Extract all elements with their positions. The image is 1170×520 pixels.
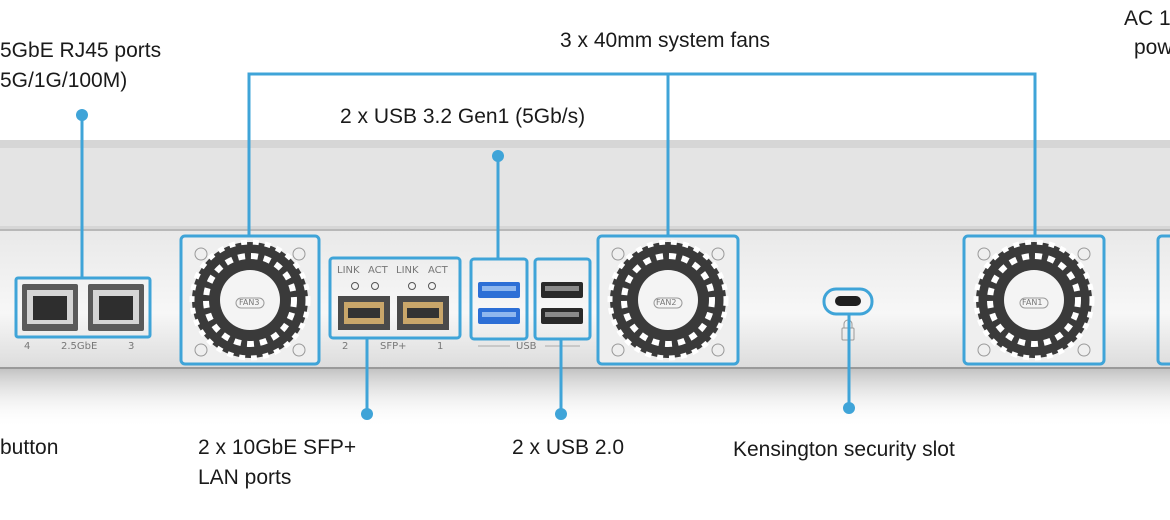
sfp-act-label-2: ACT: [428, 265, 448, 276]
usb-label: USB: [516, 341, 537, 352]
kensington-callout: Kensington security slot: [733, 438, 955, 461]
fan2-label: FAN2: [656, 298, 677, 307]
button-callout: button: [0, 436, 59, 459]
ac-callout-line1: AC 1: [1124, 7, 1170, 30]
sfp-callout-line2: LAN ports: [198, 466, 292, 489]
ac-callout-line2: pow: [1134, 36, 1170, 59]
rj45-ports: [14, 276, 152, 339]
usb20-callout: 2 x USB 2.0: [512, 436, 625, 459]
usb32-callout: 2 x USB 3.2 Gen1 (5Gb/s): [340, 105, 586, 128]
fans-bracket-line: [247, 72, 1037, 236]
callout-dots: [76, 109, 855, 420]
rj45-port-number-left: 4: [24, 341, 31, 352]
sfp-port-number-left: 2: [342, 341, 349, 352]
rj45-callout-line2: 5G/1G/100M): [0, 69, 128, 92]
sfp-link-label-2: LINK: [396, 265, 419, 276]
sfp-link-label-1: LINK: [337, 265, 360, 276]
usb20-ports: [478, 257, 592, 347]
rj45-speed-label: 2.5GbE: [61, 341, 98, 352]
fan3-label: FAN3: [239, 298, 260, 307]
usb32-ports: [469, 257, 529, 341]
sfp-act-label-1: ACT: [368, 265, 388, 276]
fan1-label: FAN1: [1022, 298, 1043, 307]
rj45-callout-line1: 5GbE RJ45 ports: [0, 39, 162, 62]
sfp-ports: [328, 256, 462, 340]
fan-fan2: [596, 234, 740, 366]
rj45-port-number-right: 3: [128, 341, 135, 352]
sfp-port-number-right: 1: [437, 341, 444, 352]
sfp-callout-line1: 2 x 10GbE SFP+: [198, 436, 357, 459]
fans-callout: 3 x 40mm system fans: [560, 29, 771, 52]
fan-fan3: [179, 234, 321, 366]
power-module: [1156, 234, 1170, 366]
callout-lines: [80, 72, 1037, 414]
sfp-type-label: SFP+: [380, 341, 407, 352]
fan-fan1: [962, 234, 1106, 366]
